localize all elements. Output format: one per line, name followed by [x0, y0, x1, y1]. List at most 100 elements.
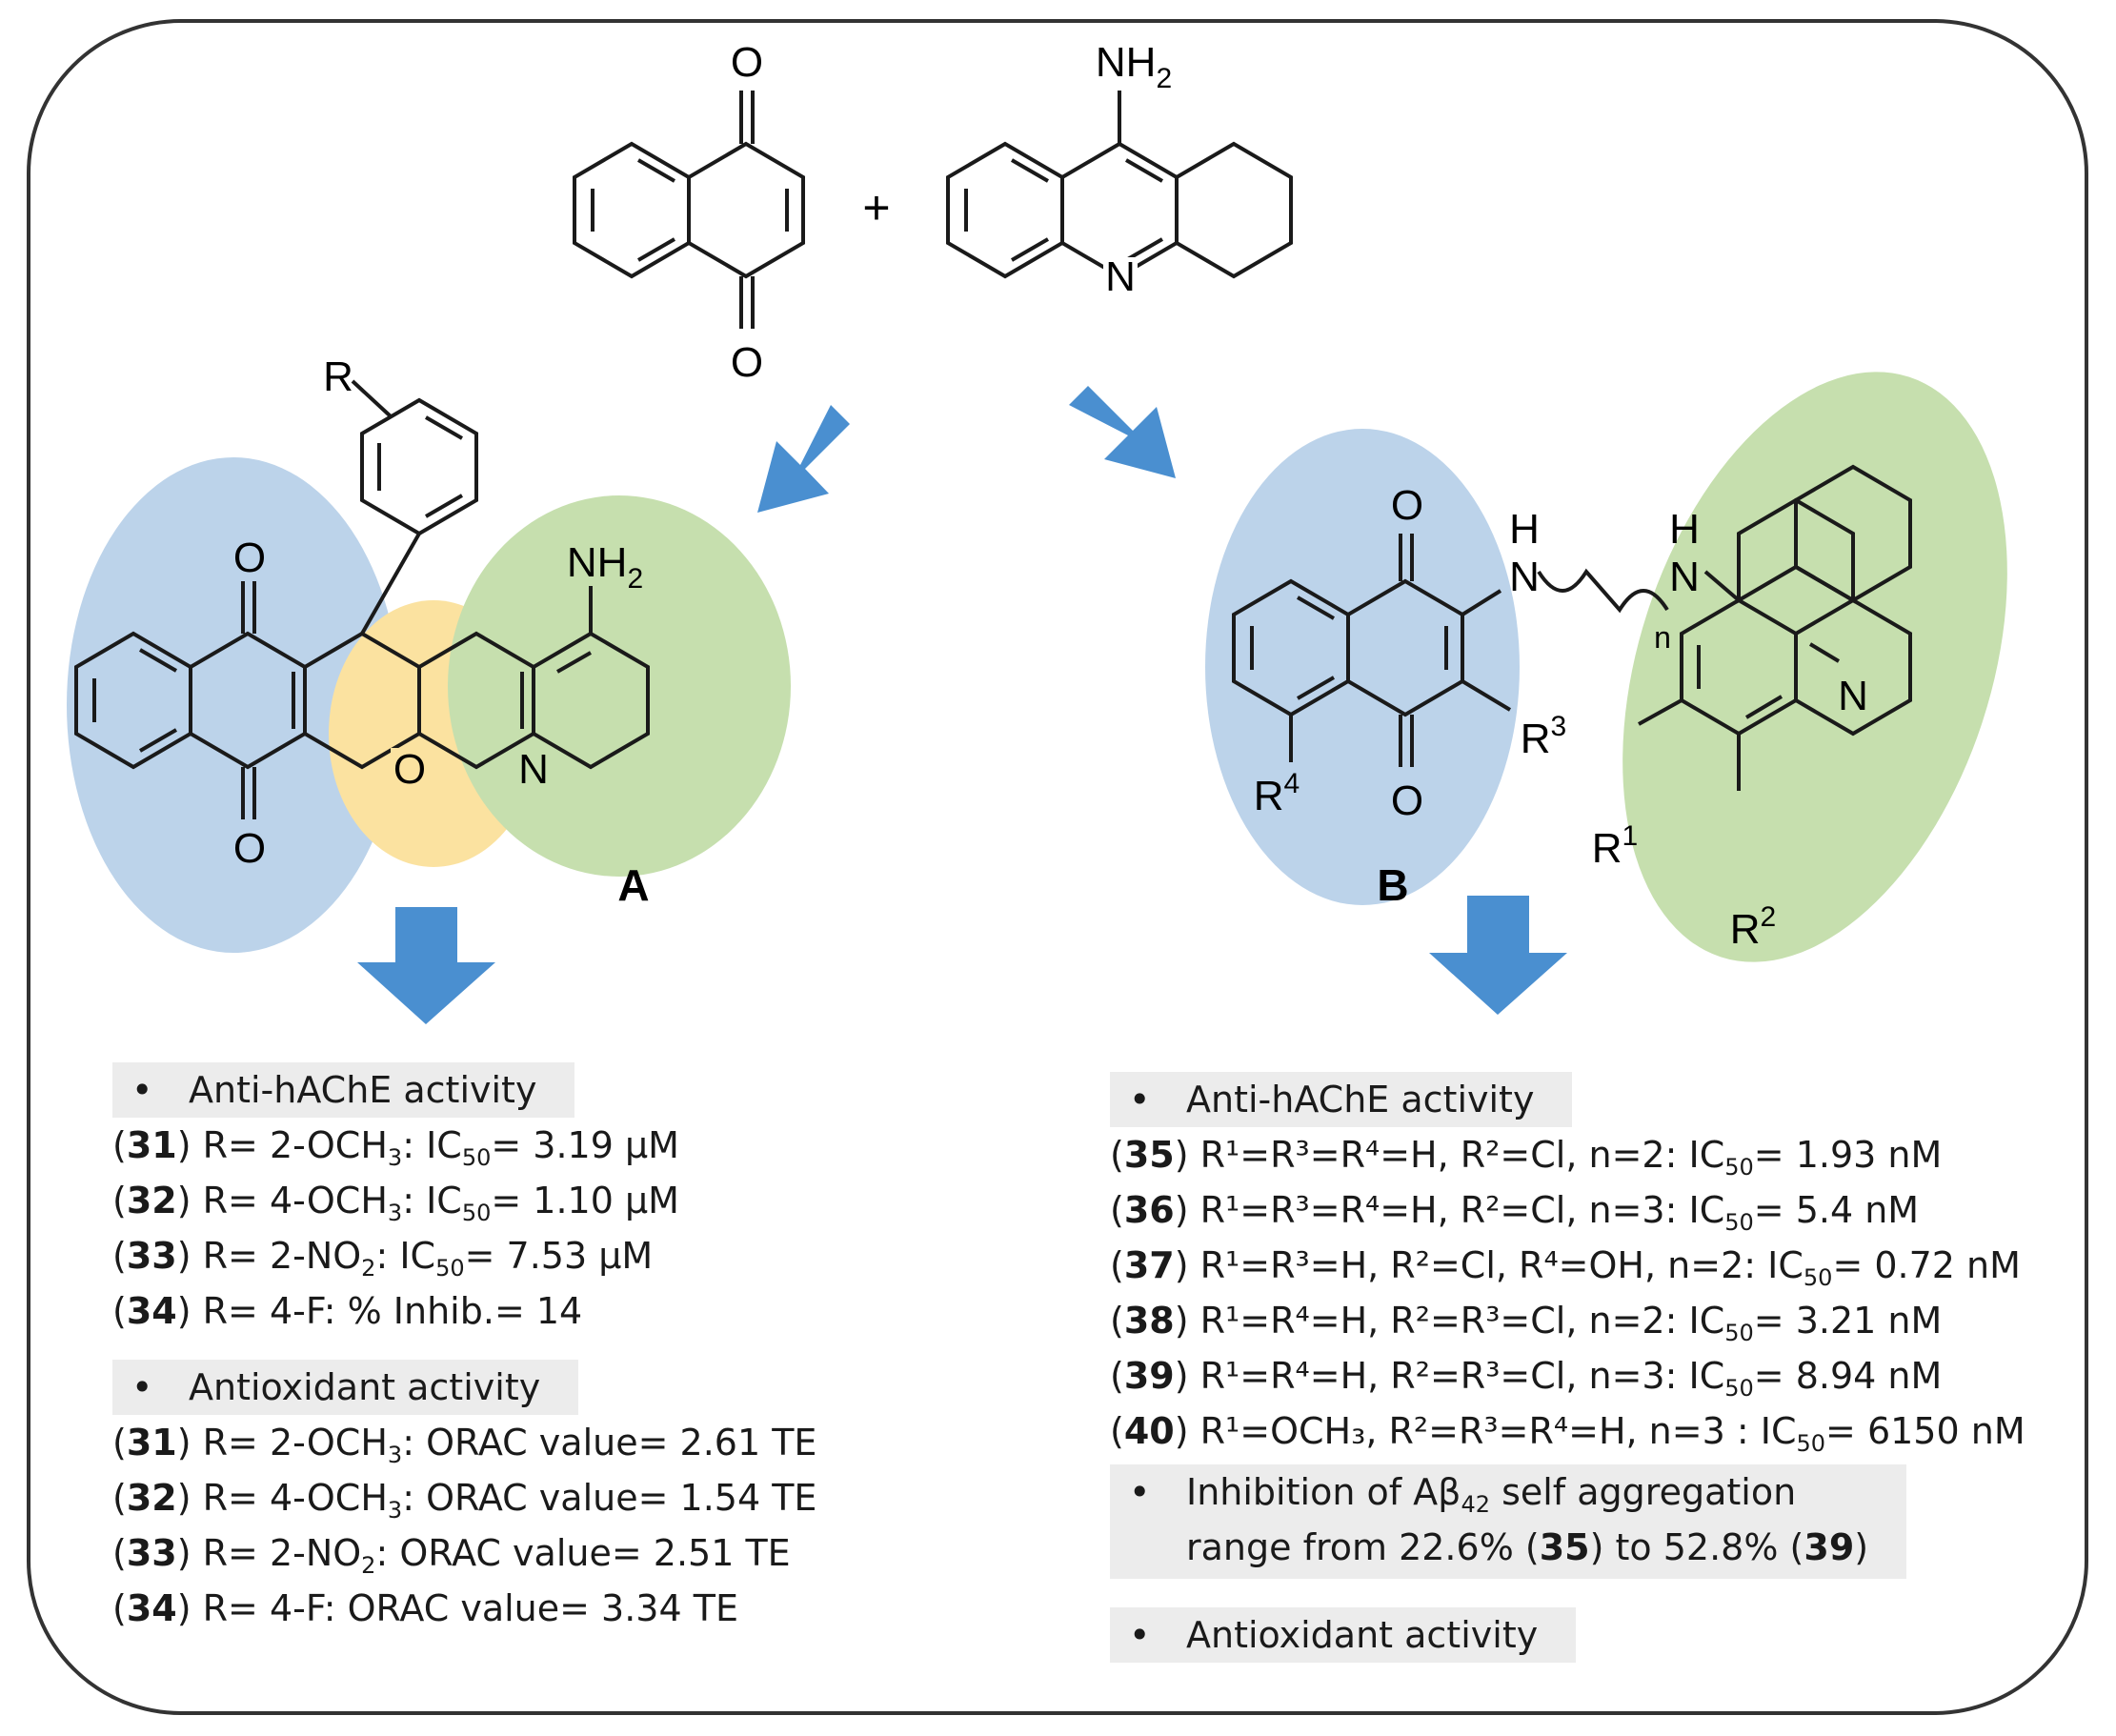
left-orac-row-34: (34) R= 4-F: ORAC value= 3.34 TE	[112, 1587, 738, 1629]
row-value: = 8.94 nM	[1753, 1355, 1943, 1397]
compound-id: 33	[126, 1532, 177, 1574]
compound-id: 34	[126, 1587, 177, 1629]
subscript: 50	[1803, 1264, 1833, 1291]
bullet: •	[1129, 1614, 1151, 1656]
right-abeta-block: •Inhibition of Aβ42 self aggregation ran…	[1110, 1464, 1907, 1579]
row-value: : ORAC value= 2.61 TE	[402, 1422, 817, 1463]
row-text: : IC	[402, 1180, 462, 1221]
row-text: R¹=R³=H, R²=Cl, R⁴=OH, n=2: IC	[1199, 1244, 1804, 1286]
structure-b	[1232, 464, 1912, 791]
b-n1: N	[1509, 554, 1540, 600]
row-value: = 6150 nM	[1825, 1410, 2025, 1452]
region-blue-b	[1205, 429, 1520, 905]
a-o-ring: O	[393, 746, 426, 793]
abeta-range-row: range from 22.6% (35) to 52.8% (39)	[1129, 1520, 1868, 1575]
compound-id: 32	[126, 1477, 177, 1519]
row-text: R= 2-OCH	[202, 1422, 388, 1463]
a-nh2: NH2	[567, 539, 643, 595]
subscript: 50	[1724, 1154, 1754, 1181]
row-value: : ORAC value= 1.54 TE	[402, 1477, 817, 1519]
row-text: R= 4-OCH	[202, 1180, 388, 1221]
left-orac-row-33: (33) R= 2-NO2: ORAC value= 2.51 TE	[112, 1532, 791, 1579]
abeta-header-text: Inhibition of Aβ	[1186, 1471, 1461, 1513]
compound-id: 36	[1123, 1189, 1175, 1231]
right-hache-row-35: (35) R¹=R³=R⁴=H, R²=Cl, n=2: IC50= 1.93 …	[1110, 1134, 1943, 1181]
row-value: : ORAC value= 2.51 TE	[375, 1532, 791, 1574]
subscript: 2	[361, 1552, 376, 1579]
row-value: = 1.10 µM	[491, 1180, 679, 1221]
row-value: = 0.72 nM	[1832, 1244, 2021, 1286]
right-hache-row-40: (40) R¹=OCH₃, R²=R³=R⁴=H, n=3 : IC50= 61…	[1110, 1410, 2025, 1457]
tacrine-n-mask	[1103, 257, 1138, 295]
left-orac-row-32: (32) R= 4-OCH3: ORAC value= 1.54 TE	[112, 1477, 817, 1524]
compound-id: 31	[126, 1422, 177, 1463]
compound-id: 39	[1123, 1355, 1175, 1397]
left-hache-row-33: (33) R= 2-NO2: IC50= 7.53 µM	[112, 1235, 654, 1282]
left-orac-row-31: (31) R= 2-OCH3: ORAC value= 2.61 TE	[112, 1422, 817, 1468]
compound-id: 35	[1539, 1526, 1590, 1568]
b-r1: R1	[1592, 820, 1638, 872]
left-antioxidant-header: • Antioxidant activity	[112, 1360, 579, 1415]
subscript: 50	[1724, 1320, 1754, 1346]
row-text: R= 2-OCH	[202, 1124, 388, 1166]
b-r3: R3	[1521, 711, 1566, 762]
compound-id: 35	[1123, 1134, 1175, 1176]
b-n-ring: N	[1838, 673, 1868, 719]
compound-id: 33	[126, 1235, 177, 1277]
left-hache-row-34: (34) R= 4-F: % Inhib.= 14	[112, 1290, 583, 1332]
a-o-mask	[391, 748, 429, 786]
top-o-lower: O	[731, 339, 763, 386]
header-text: Antioxidant activity	[189, 1366, 541, 1408]
compound-id: 37	[1123, 1244, 1175, 1286]
b-o-lower: O	[1391, 777, 1423, 824]
row-value: = 1.93 nM	[1753, 1134, 1943, 1176]
arrow-to-a	[757, 405, 850, 513]
compound-id: 31	[126, 1124, 177, 1166]
compound-id: 39	[1804, 1526, 1855, 1568]
tacrine-n: N	[1105, 253, 1136, 300]
bullet: •	[131, 1366, 153, 1408]
subscript: 3	[387, 1497, 403, 1524]
row-text: R¹=OCH₃, R²=R³=R⁴=H, n=3 : IC	[1199, 1410, 1797, 1452]
b-h2: H	[1669, 506, 1700, 553]
subscript: 50	[1724, 1375, 1754, 1402]
a-n-mask	[514, 748, 553, 786]
subscript: 50	[1796, 1430, 1826, 1457]
right-hache-row-36: (36) R¹=R³=R⁴=H, R²=Cl, n=3: IC50= 5.4 n…	[1110, 1189, 1920, 1236]
tacrine-nh2: NH2	[1096, 39, 1172, 94]
subscript: 50	[461, 1144, 492, 1171]
row-value: = 7.53 µM	[464, 1235, 654, 1277]
header-text: Anti-hAChE activity	[189, 1069, 537, 1111]
b-o-upper: O	[1391, 482, 1423, 529]
row-text: R= 4-OCH	[202, 1477, 388, 1519]
subscript: 3	[387, 1144, 403, 1171]
range-text: range from 22.6% (	[1186, 1526, 1540, 1568]
subscript: 50	[435, 1255, 465, 1282]
right-anti-hache-header: •Anti-hAChE activity	[1110, 1072, 1573, 1127]
left-anti-hache-header: • Anti-hAChE activity	[112, 1062, 575, 1118]
b-h1: H	[1509, 506, 1540, 553]
row-value: = 3.21 nM	[1753, 1300, 1943, 1342]
left-hache-row-31: (31) R= 2-OCH3: IC50= 3.19 µM	[112, 1124, 679, 1171]
row-text: R= 4-F: ORAC value= 3.34 TE	[202, 1587, 738, 1629]
row-text: : IC	[375, 1235, 436, 1277]
bullet: •	[131, 1069, 153, 1111]
left-results-panel: • Anti-hAChE activity (31) R= 2-OCH3: IC5…	[112, 1062, 816, 1636]
row-text: R¹=R⁴=H, R²=R³=Cl, n=2: IC	[1199, 1300, 1725, 1342]
b-linker-n: n	[1654, 620, 1671, 655]
row-text: : IC	[402, 1124, 462, 1166]
compound-id: 34	[126, 1290, 177, 1332]
arrow-down-a	[357, 907, 495, 1024]
a-o-lower: O	[233, 825, 266, 872]
subscript: 42	[1461, 1491, 1490, 1518]
a-n-ring: N	[518, 746, 549, 793]
compound-id: 40	[1123, 1410, 1175, 1452]
b-n-mask	[1834, 676, 1872, 715]
left-hache-row-32: (32) R= 4-OCH3: IC50= 1.10 µM	[112, 1180, 679, 1226]
a-r-label: R	[323, 353, 353, 400]
compound-id: 38	[1123, 1300, 1175, 1342]
plus-sign: +	[862, 181, 890, 234]
row-text: R= 4-F: % Inhib.= 14	[202, 1290, 583, 1332]
right-hache-row-38: (38) R¹=R⁴=H, R²=R³=Cl, n=2: IC50= 3.21 …	[1110, 1300, 1943, 1346]
